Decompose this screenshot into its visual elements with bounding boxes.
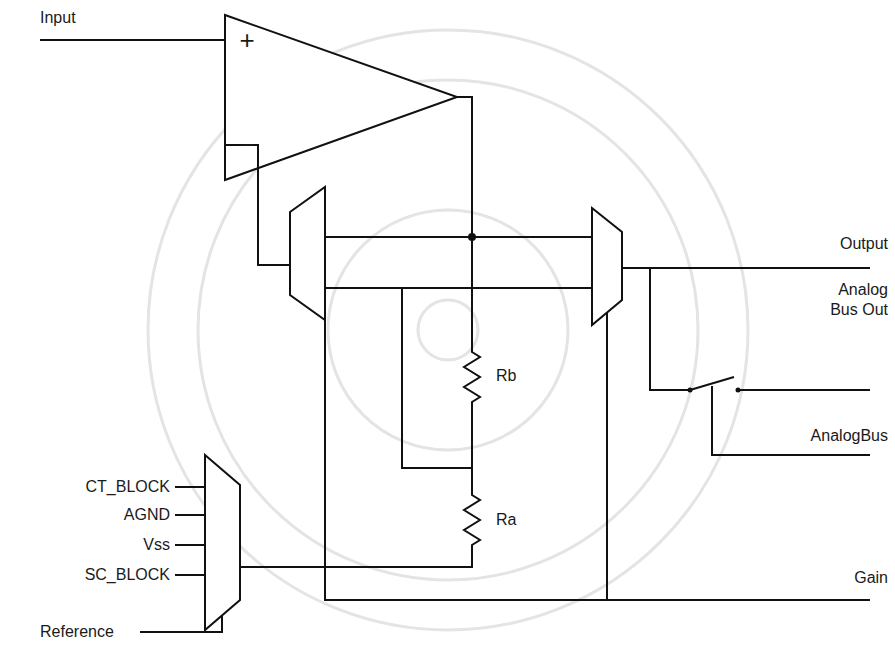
signal-name: SC_BLOCK <box>85 565 170 585</box>
switch-control-wire <box>712 386 870 455</box>
resistor-name: Ra <box>496 510 516 530</box>
right-mux-symbol <box>592 208 622 325</box>
pin-sign: − <box>239 132 254 158</box>
mux-output-wire <box>622 267 870 269</box>
opamp-symbol <box>225 15 457 180</box>
resistor-symbol <box>240 237 480 567</box>
resistor-name: Rb <box>496 366 516 386</box>
signal-name: Vss <box>143 535 170 555</box>
gain-select-wire <box>325 313 870 600</box>
pin-sign: + <box>239 27 254 53</box>
reference-mux-symbol <box>205 455 240 630</box>
signal-name: Reference <box>40 622 114 642</box>
signal-name: Output <box>840 234 888 254</box>
tap-down-wire <box>402 288 472 468</box>
signal-name: Input <box>40 8 76 28</box>
junction-dots <box>468 233 741 393</box>
signal-name: Gain <box>854 568 888 588</box>
left-mux-symbol <box>290 187 325 320</box>
signal-name: AGND <box>124 505 170 525</box>
signal-name: CT_BLOCK <box>86 477 170 497</box>
bus-wire <box>325 236 592 238</box>
output-wire <box>457 97 472 237</box>
reference-select-wire <box>140 616 222 632</box>
feedback-wire <box>225 145 290 265</box>
analog-bus-wire <box>650 268 870 390</box>
signal-name: AnalogBus <box>811 426 888 446</box>
input-wire <box>40 39 225 41</box>
signal-name: Analog Bus Out <box>814 280 888 320</box>
reference-input-wires <box>175 487 205 575</box>
tap-wire <box>325 287 592 289</box>
